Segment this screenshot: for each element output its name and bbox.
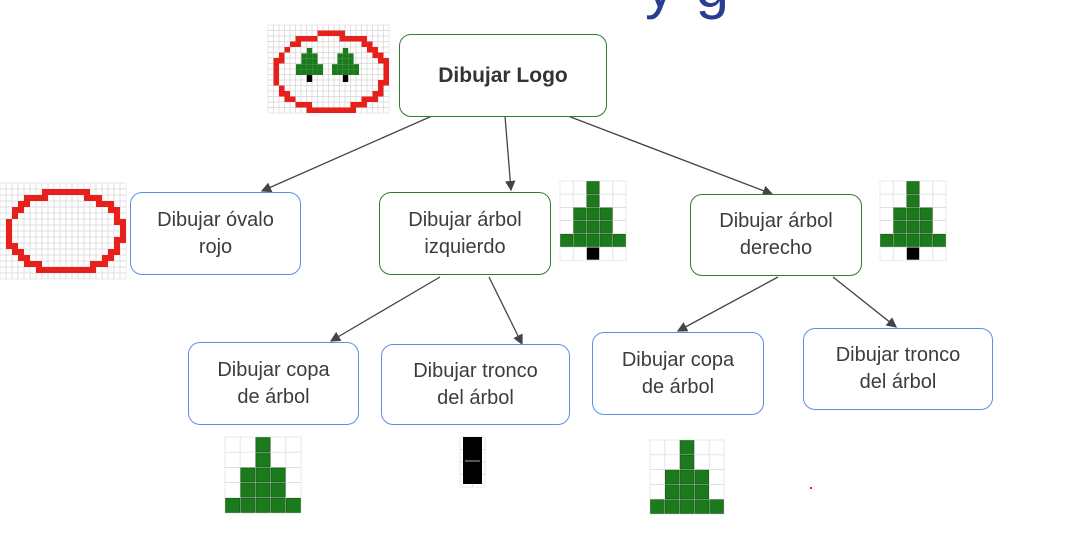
- red-oval-pixel-icon: [0, 182, 127, 280]
- node-draw-left-crown: Dibujar copa de árbol: [188, 342, 359, 425]
- node-draw-left-tree: Dibujar árbol izquierdo: [379, 192, 551, 275]
- logo-two-trees-in-red-oval-icon: [267, 24, 390, 114]
- node-draw-left-tree-label: Dibujar árbol izquierdo: [408, 208, 522, 258]
- red-fleck-mark: [810, 487, 812, 489]
- left-crown-pixel-icon: [224, 436, 302, 514]
- node-draw-right-trunk-label: Dibujar tronco del árbol: [835, 344, 961, 393]
- edge-left-tree-trunk: [488, 276, 523, 346]
- node-draw-right-trunk: Dibujar tronco del árbol: [803, 328, 993, 410]
- node-draw-red-oval-label: Dibujar óvalo rojo: [157, 208, 274, 258]
- edge-right-tree-crown: [676, 276, 779, 332]
- title-fragment: y g: [645, 0, 731, 21]
- node-draw-right-crown: Dibujar copa de árbol: [592, 332, 764, 415]
- node-draw-logo: Dibujar Logo: [399, 34, 607, 117]
- right-crown-pixel-icon: [649, 439, 725, 515]
- edge-left-tree-crown: [329, 276, 441, 342]
- trunk-pixel-icon: [459, 436, 486, 488]
- node-draw-left-trunk-label: Dibujar tronco del árbol: [413, 359, 538, 409]
- node-draw-left-trunk: Dibujar tronco del árbol: [381, 344, 570, 425]
- edge-right-tree-trunk: [832, 276, 898, 328]
- node-draw-logo-label: Dibujar Logo: [438, 64, 568, 87]
- node-draw-right-crown-label: Dibujar copa de árbol: [621, 348, 735, 398]
- edge-root-left-tree: [504, 115, 516, 192]
- node-draw-red-oval: Dibujar óvalo rojo: [130, 192, 301, 275]
- edge-root-right-tree: [567, 115, 774, 196]
- right-tree-pixel-icon: [879, 180, 947, 261]
- node-draw-right-tree-label: Dibujar árbol derecho: [719, 210, 833, 259]
- left-tree-pixel-icon: [559, 180, 627, 261]
- node-draw-right-tree: Dibujar árbol derecho: [690, 194, 862, 276]
- node-draw-left-crown-label: Dibujar copa de árbol: [217, 358, 330, 408]
- edge-root-oval: [260, 115, 433, 193]
